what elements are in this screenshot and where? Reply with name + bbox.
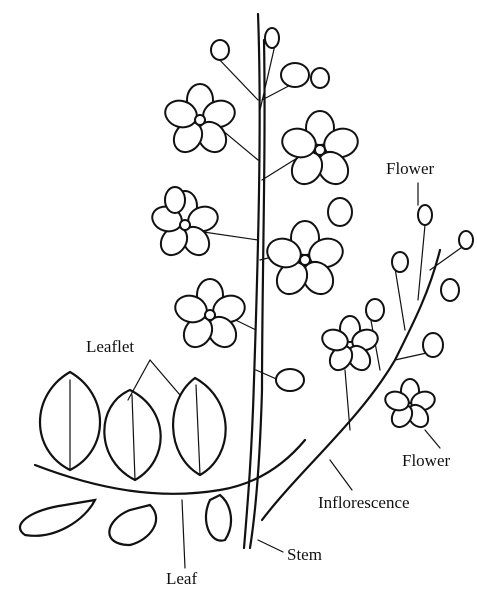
- label-leaf: Leaf: [166, 570, 197, 587]
- flower-1: [162, 84, 238, 158]
- flower-5: [172, 279, 248, 353]
- label-stem: Stem: [287, 546, 322, 563]
- inflorescence-branch-3: [395, 268, 405, 330]
- inflorescence-branch-2: [430, 245, 465, 270]
- pedicel-1: [215, 55, 258, 100]
- leader-inflorescence: [330, 460, 352, 490]
- leader-leaflet-2: [150, 360, 180, 395]
- inflorescence-branch-1: [418, 225, 425, 300]
- flower-2: [279, 111, 362, 190]
- label-flower-right: Flower: [402, 452, 450, 469]
- leaflets: [20, 372, 231, 545]
- leader-leaflet-1: [128, 360, 150, 400]
- flower-4: [264, 221, 347, 300]
- inflorescence-branch-6: [345, 370, 350, 430]
- leader-flower-right: [425, 430, 440, 448]
- label-leaflet: Leaflet: [86, 338, 134, 355]
- label-inflorescence: Inflorescence: [318, 494, 410, 511]
- label-flower-top: Flower: [386, 160, 434, 177]
- flower-7: [383, 379, 437, 431]
- leader-leaf: [182, 500, 185, 568]
- leader-stem: [258, 540, 283, 552]
